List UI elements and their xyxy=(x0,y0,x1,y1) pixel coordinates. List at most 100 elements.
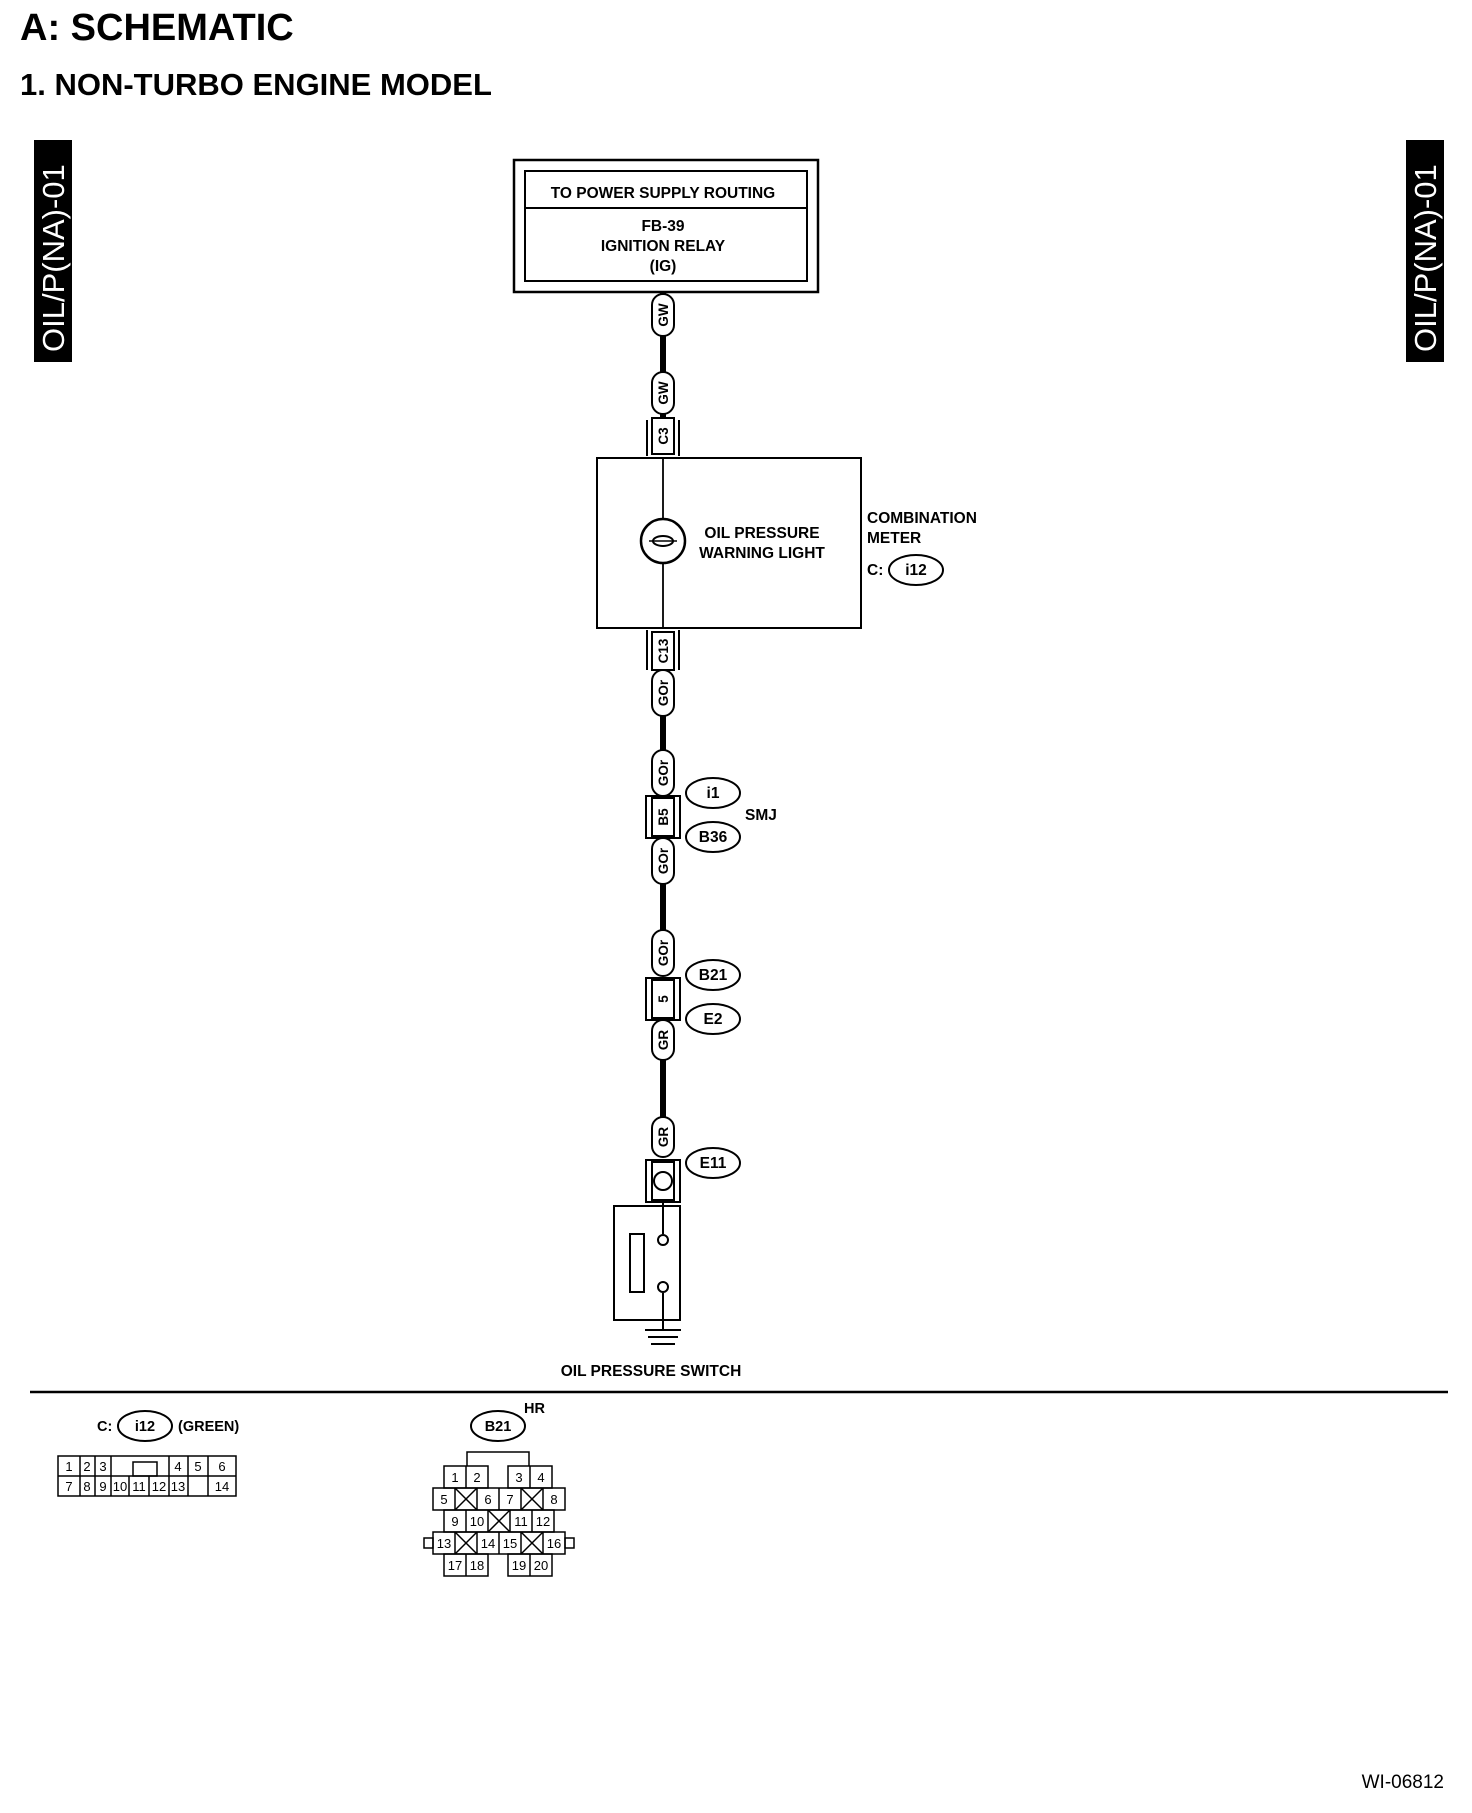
connector-c13: C13 xyxy=(647,630,679,670)
section-title: A: SCHEMATIC xyxy=(20,7,294,49)
wire-tag-gw-lower: GW xyxy=(652,372,674,414)
wire-tag-gor-4: GOr xyxy=(652,930,674,976)
ig-label: (IG) xyxy=(650,258,677,275)
connector-b5: B5 xyxy=(646,796,680,838)
joint-conn-e2-text: E2 xyxy=(704,1011,723,1028)
switch-conn-e11-badge: E11 xyxy=(686,1148,740,1178)
i12-pin-5: 5 xyxy=(194,1459,201,1474)
i12-pin-12: 12 xyxy=(152,1479,166,1494)
i12-pin-1: 1 xyxy=(65,1459,72,1474)
b21-pin-13: 13 xyxy=(437,1536,451,1551)
wire-tag-gor-2: GOr xyxy=(652,750,674,796)
wire-tag-gor-1: GOr xyxy=(652,670,674,716)
joint-conn-e2-badge: E2 xyxy=(686,1004,740,1034)
connector-pin5: 5 xyxy=(646,978,680,1020)
i12-pin-10: 10 xyxy=(113,1479,127,1494)
side-tab-left-text: OIL/P(NA)-01 xyxy=(36,164,71,352)
b21-pin-16: 16 xyxy=(547,1536,561,1551)
ground-icon xyxy=(645,1330,681,1344)
connector-c3-text: C3 xyxy=(656,427,671,445)
side-tab-right-text: OIL/P(NA)-01 xyxy=(1408,164,1443,352)
fb39-label: FB-39 xyxy=(641,218,684,235)
b21-pin-10: 10 xyxy=(470,1514,484,1529)
b21-pin-4: 4 xyxy=(537,1470,544,1485)
wire-tag-gr-2-text: GR xyxy=(656,1127,671,1148)
combination-meter-conn-badge: i12 xyxy=(889,555,943,585)
b21-pin-8: 8 xyxy=(550,1492,557,1507)
wire-tag-gr-2: GR xyxy=(652,1117,674,1157)
connector-i12-prefix: C: xyxy=(97,1419,112,1435)
b21-pin-12: 12 xyxy=(536,1514,550,1529)
b21-pin-11: 11 xyxy=(514,1514,528,1529)
side-tab-right: OIL/P(NA)-01 xyxy=(1406,140,1444,362)
b21-pin-20: 20 xyxy=(534,1558,548,1573)
figure-code: WI-06812 xyxy=(1362,1772,1444,1793)
power-supply-box: TO POWER SUPPLY ROUTING FB-39 IGNITION R… xyxy=(514,160,818,292)
connector-b5-text: B5 xyxy=(656,808,671,826)
b21-pin-14: 14 xyxy=(481,1536,495,1551)
b21-pin-2: 2 xyxy=(473,1470,480,1485)
wire-tag-gor-1-text: GOr xyxy=(656,679,671,706)
i12-pin-8: 8 xyxy=(83,1479,90,1494)
side-tab-left: OIL/P(NA)-01 xyxy=(34,140,72,362)
wire-tag-gor-2-text: GOr xyxy=(656,759,671,786)
warning-lamp-icon xyxy=(641,519,685,563)
i12-pin-2: 2 xyxy=(83,1459,90,1474)
smj-conn-i1-badge: i1 xyxy=(686,778,740,808)
i12-pin-4: 4 xyxy=(174,1459,181,1474)
wire-tag-gw-upper-text: GW xyxy=(656,303,671,327)
i12-pin-13: 13 xyxy=(171,1479,185,1494)
wire-tag-gw-lower-text: GW xyxy=(656,381,671,405)
connector-i12-pinout: C: i12 (GREEN) 1 2 3 xyxy=(58,1411,239,1496)
connector-e11 xyxy=(646,1160,680,1202)
connector-i12-id: i12 xyxy=(135,1419,155,1435)
lamp-label-line2: WARNING LIGHT xyxy=(699,545,825,562)
connector-pin5-text: 5 xyxy=(656,995,671,1003)
connector-c13-text: C13 xyxy=(656,638,671,663)
joint-conn-b21-badge: B21 xyxy=(686,960,740,990)
i12-pin-7: 7 xyxy=(65,1479,72,1494)
connector-i12-row1 xyxy=(80,1456,208,1476)
b21-pin-18: 18 xyxy=(470,1558,484,1573)
wire-tag-gr-1-text: GR xyxy=(656,1030,671,1051)
combination-meter-label-1: COMBINATION xyxy=(867,510,977,527)
connector-b21-pinout: B21 HR xyxy=(424,1401,574,1576)
connector-b21-id: B21 xyxy=(485,1419,512,1435)
lamp-label-line1: OIL PRESSURE xyxy=(704,525,819,542)
combination-meter-label-2: METER xyxy=(867,530,921,547)
connector-b21-type: HR xyxy=(524,1401,545,1417)
combination-meter-conn-id: i12 xyxy=(905,562,927,579)
smj-conn-i1-text: i1 xyxy=(707,785,720,802)
b21-pin-1: 1 xyxy=(451,1470,458,1485)
wire-tag-gw-upper: GW xyxy=(652,294,674,336)
switch-conn-e11-text: E11 xyxy=(700,1155,727,1172)
combination-meter: OIL PRESSURE WARNING LIGHT xyxy=(597,458,861,628)
i12-pin-6: 6 xyxy=(218,1459,225,1474)
b21-pin-9: 9 xyxy=(451,1514,458,1529)
oil-pressure-switch-label: OIL PRESSURE SWITCH xyxy=(561,1363,742,1380)
b21-pin-7: 7 xyxy=(506,1492,513,1507)
wire-tag-gor-3-text: GOr xyxy=(656,847,671,874)
oil-pressure-switch xyxy=(614,1202,680,1330)
combination-meter-conn-prefix: C: xyxy=(867,562,883,579)
ignition-relay-label: IGNITION RELAY xyxy=(601,238,726,255)
b21-pin-17: 17 xyxy=(448,1558,462,1573)
connector-i12-color: (GREEN) xyxy=(178,1419,239,1435)
connector-i12-row2-grid xyxy=(80,1476,208,1496)
joint-conn-b21-text: B21 xyxy=(699,967,728,984)
power-supply-routing-label: TO POWER SUPPLY ROUTING xyxy=(551,185,776,202)
wire-tag-gor-3: GOr xyxy=(652,838,674,884)
b21-pin-5: 5 xyxy=(440,1492,447,1507)
b21-pin-15: 15 xyxy=(503,1536,517,1551)
i12-pin-11: 11 xyxy=(132,1479,146,1494)
smj-conn-b36-badge: B36 xyxy=(686,822,740,852)
b21-pin-3: 3 xyxy=(515,1470,522,1485)
wire-tag-gor-4-text: GOr xyxy=(656,939,671,966)
smj-label: SMJ xyxy=(745,807,777,824)
wire-tags: GW GW GOr GOr GOr GOr GR GR xyxy=(652,294,674,1157)
b21-pin-6: 6 xyxy=(484,1492,491,1507)
i12-pin-14: 14 xyxy=(215,1479,229,1494)
i12-pin-3: 3 xyxy=(99,1459,106,1474)
b21-pin-19: 19 xyxy=(512,1558,526,1573)
